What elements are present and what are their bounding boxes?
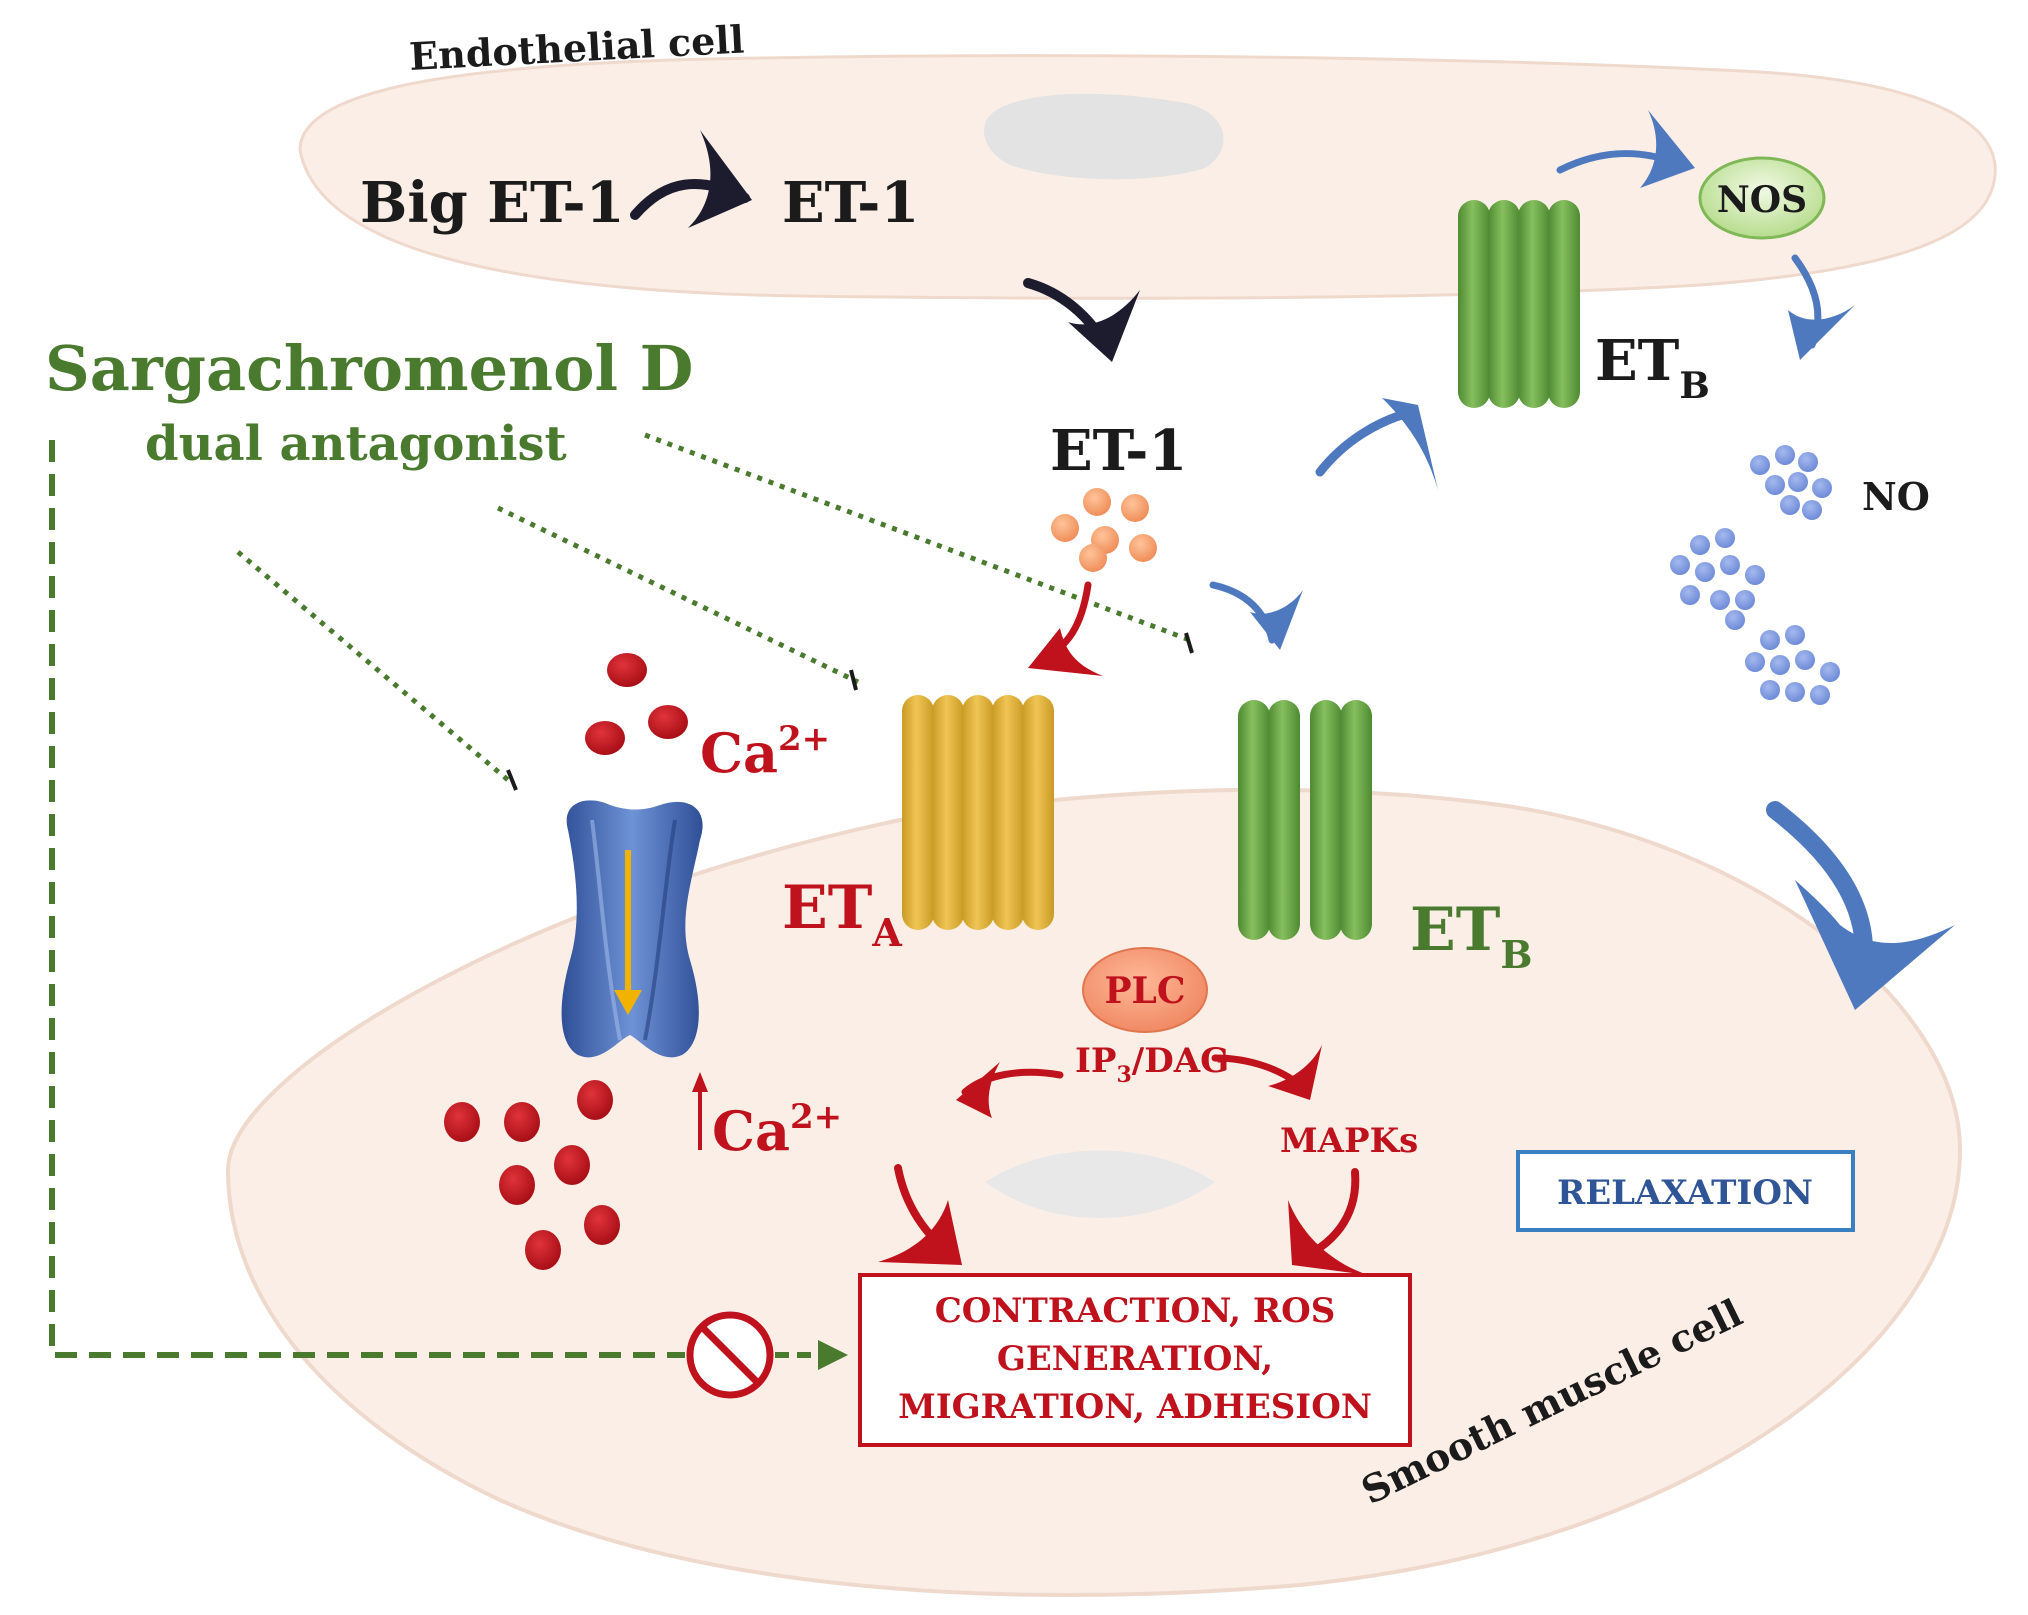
compound-effect-path [49,440,685,1358]
etb-smc-receptor [1238,700,1372,940]
no-particles [1670,445,1840,705]
eta-receptor [902,695,1054,930]
ip3-dag-label: IP3/DAG [1075,1041,1229,1088]
calcium-particles-extracellular [585,653,688,755]
contraction-line2: GENERATION, [997,1339,1273,1379]
calcium-extracellular-label: Ca2+ [700,719,830,785]
no-label: NO [1862,474,1930,519]
no-to-relaxation-arrowhead [1795,880,1955,1010]
et1-mid-label: ET-1 [1050,418,1187,484]
etb-smc-label: ETB [1410,895,1533,977]
contraction-box [858,1273,1412,1447]
et1-to-etb-endo-arrow [1315,407,1417,477]
nos-to-no-arrowhead [1788,305,1855,360]
mapks-label: MAPKs [1280,1121,1418,1161]
nos-label: NOS [1717,179,1807,221]
relaxation-box [1516,1150,1855,1232]
eta-label: ETA [782,873,902,955]
et1-to-etb-smc-arrow [1209,581,1276,644]
inhibition-bars [506,632,1194,791]
nos-enzyme [1698,156,1826,240]
contraction-line1: CONTRACTION, ROS [935,1291,1336,1331]
smooth-muscle-nucleus [985,1150,1215,1218]
et1-particles [1051,488,1157,572]
conversion-arrowhead [688,130,752,228]
etb-to-nos-arrowhead [1640,110,1695,188]
et1-top-label: ET-1 [782,170,919,236]
to-contraction-right-arrowhead [1288,1200,1368,1275]
et1-to-eta-arrowhead [1028,628,1103,676]
release-arrowhead [1068,290,1140,362]
plc-label: PLC [1104,970,1185,1012]
calcium-channel [561,800,703,1058]
big-et1-label: Big ET-1 [360,170,625,236]
compound-name: Sargachromenol D [45,332,693,405]
contraction-line3: MIGRATION, ADHESION [898,1387,1372,1427]
inhibition-lines [236,432,1196,782]
relaxation-label: RELAXATION [1557,1173,1813,1213]
ip3-right-arrowhead [1268,1045,1322,1100]
et1-to-etb-smc-arrowhead [1250,590,1303,650]
calcium-particles-intracellular [444,1080,620,1270]
et1-to-etb-endo-arrowhead [1382,398,1438,490]
compound-role: dual antagonist [145,416,567,472]
etb-endothelial-receptor [1458,200,1580,408]
plc-enzyme [1082,947,1208,1033]
prohibit-icon [686,1311,774,1399]
to-contraction-left-arrowhead [878,1200,962,1265]
calcium-intracellular-label: Ca2+ [712,1097,842,1163]
endothelial-nucleus [983,93,1224,180]
calcium-increase-icon [692,1072,708,1150]
ip3-left-arrowhead [956,1062,1000,1118]
etb-endothelial-label: ETB [1595,328,1710,407]
